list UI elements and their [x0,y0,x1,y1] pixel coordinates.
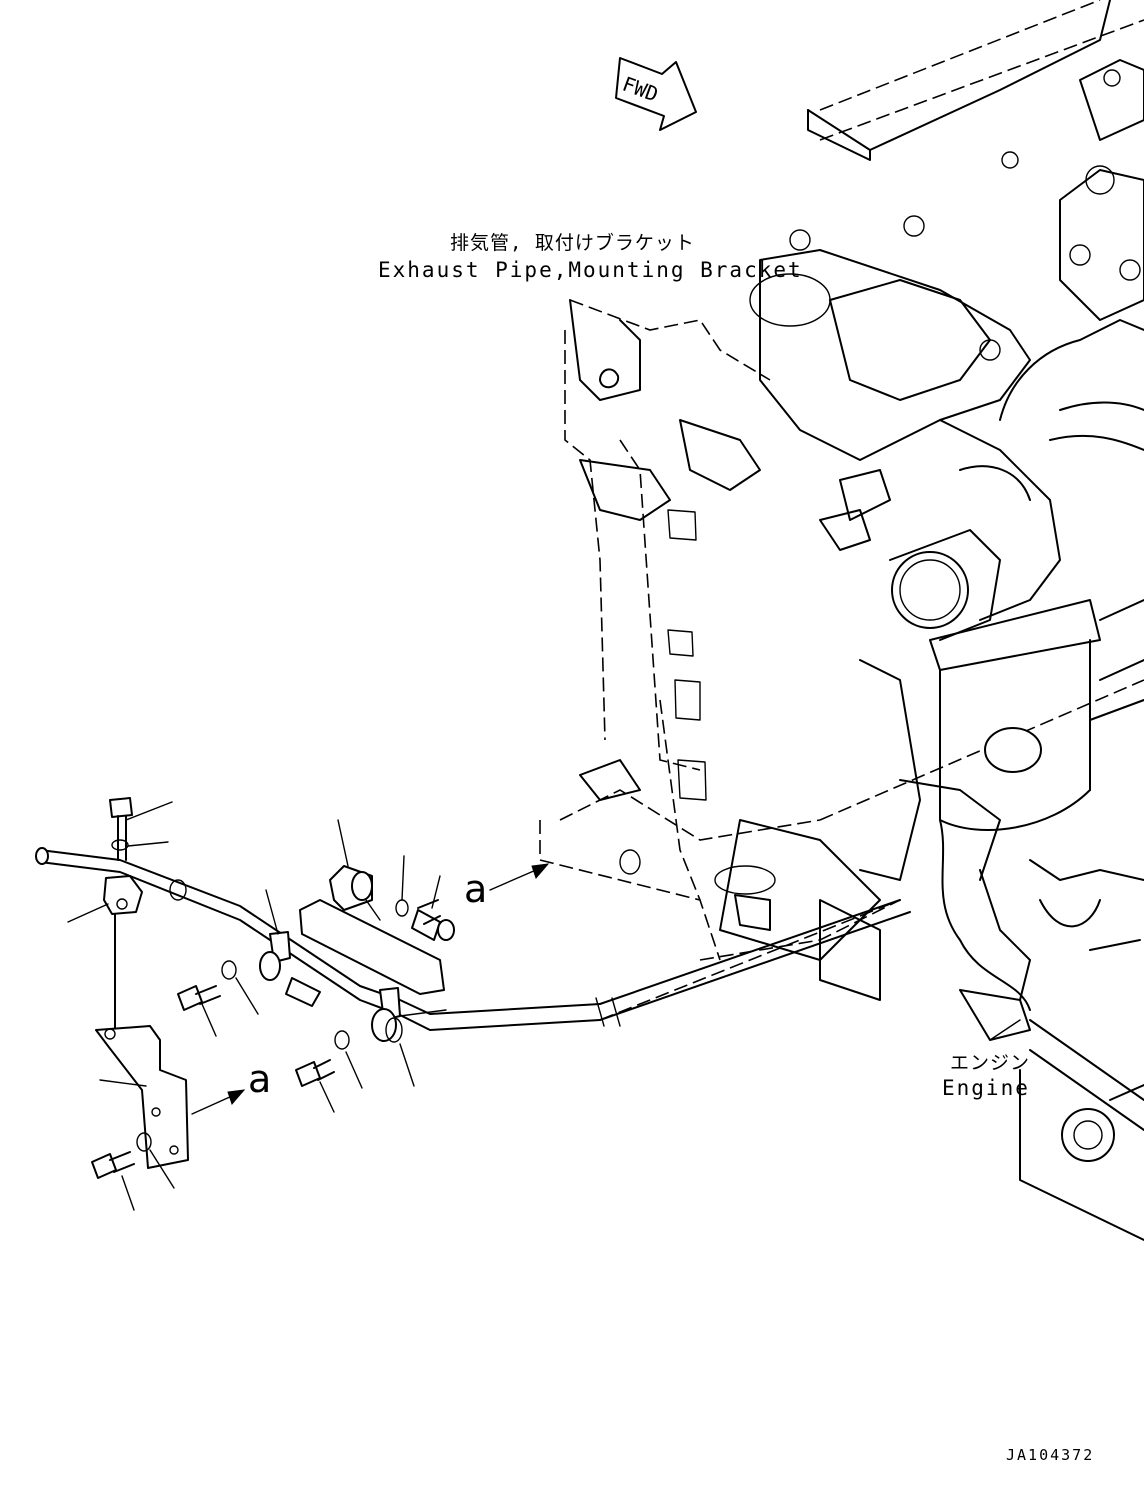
pipe-clamp-left [103,875,143,1031]
engine-assembly [749,59,1144,1241]
bolt-middle-left [177,960,237,1011]
leader-lines [67,801,447,1211]
exhaust-label-jp: 排気管, 取付けブラケット [450,232,695,254]
fwd-arrow-icon: FWD [615,57,697,131]
exhaust-pipe [35,847,911,1031]
pipe-coupling [285,977,321,1007]
middle-bracket [299,865,445,995]
view-marker-upper: a [464,867,488,911]
bolt-upper-right [395,899,455,941]
bolt-top-left [109,797,133,861]
pipe-clamp-right [371,987,403,1043]
machine-frame [539,0,1144,1021]
view-marker-lower: a [248,1057,272,1101]
bolt-bottom-left [91,1132,152,1179]
view-arrow-upper [489,863,550,891]
engine-label-jp: エンジン [950,1052,1031,1074]
engine-label-en: Engine [942,1076,1030,1100]
view-arrow-lower [191,1089,246,1115]
pipe-clamp-center [259,931,291,981]
engine-leader-line [989,1019,1021,1041]
bolt-middle-right [295,1030,350,1087]
drawing-code: JA104372 [1006,1446,1095,1464]
exhaust-label-en: Exhaust Pipe,Mounting Bracket [378,258,803,282]
l-bracket [95,1025,189,1169]
